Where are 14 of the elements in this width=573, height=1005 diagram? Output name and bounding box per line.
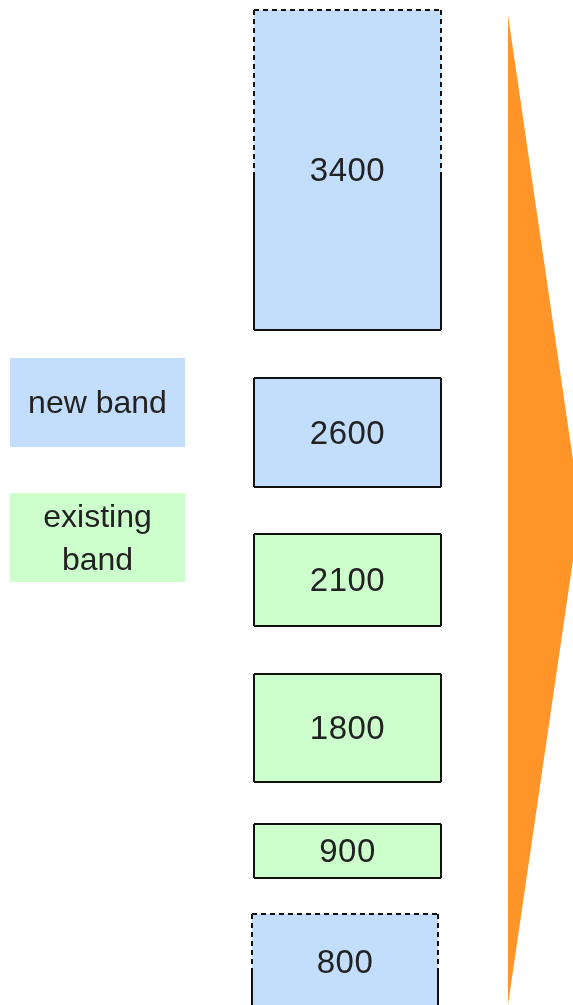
band-label: 2100 [309, 561, 386, 599]
legend-text: new band [27, 383, 168, 422]
band-label: 900 [319, 832, 376, 870]
band-box [254, 534, 441, 626]
band-label: 2600 [309, 413, 386, 452]
band-label: 800 [316, 942, 374, 981]
legend-text: existing band [42, 496, 153, 579]
band-label: 1800 [309, 709, 386, 747]
band-box [254, 10, 441, 330]
band-box [254, 824, 441, 878]
band-box [252, 914, 438, 1005]
band-box [254, 378, 441, 487]
band-label: 3400 [309, 151, 386, 189]
band-box [254, 674, 441, 782]
